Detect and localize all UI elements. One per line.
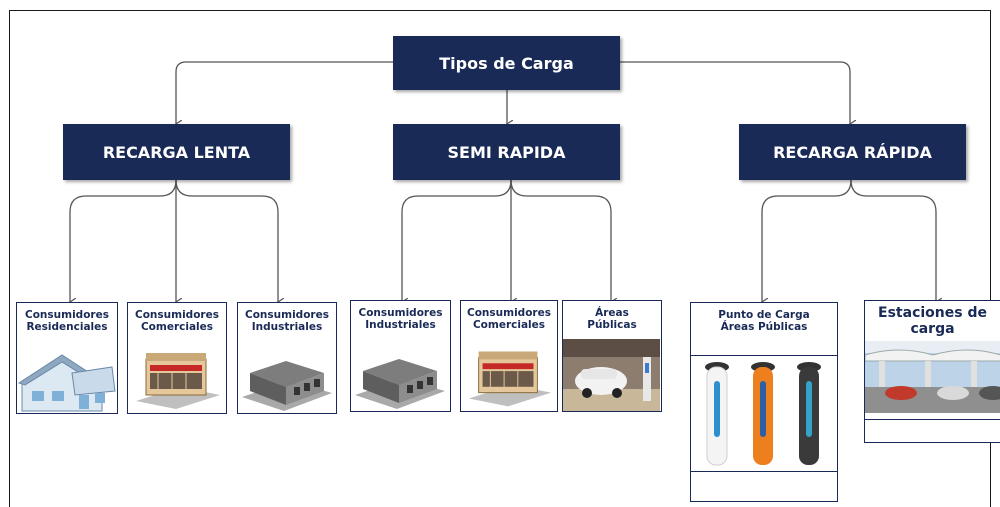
card-estaciones-de-carga: Estaciones de carga [864, 300, 1000, 443]
root-box: Tipos de Carga [393, 36, 620, 90]
card-divider [691, 471, 837, 472]
connector-lenta-3 [175, 179, 278, 302]
store-icon [136, 353, 220, 409]
category-box-recarga-lenta: RECARGA LENTA [63, 124, 290, 180]
card-consumidores-industriales-lenta: Consumidores Industriales [237, 302, 337, 414]
charging-car-photo-icon [563, 339, 660, 411]
charging-station-photo-icon [865, 341, 1000, 413]
card-label: Estaciones de carga [878, 305, 987, 337]
card-label: Áreas Públicas [587, 307, 637, 331]
connector-root-lenta [176, 61, 393, 124]
connector-rapida-2 [850, 179, 936, 302]
card-consumidores-residenciales: Consumidores Residenciales [16, 302, 118, 414]
card-label: Consumidores Industriales [358, 307, 443, 331]
card-divider [691, 355, 837, 356]
house-icon [17, 354, 116, 412]
card-label: Punto de Carga Áreas Públicas [718, 309, 810, 333]
connector-semi-1 [402, 179, 512, 302]
card-areas-publicas: Áreas Públicas [562, 300, 662, 412]
connector-lenta-1 [70, 179, 177, 302]
card-label: Consumidores Residenciales [25, 309, 109, 333]
card-consumidores-industriales-semi: Consumidores Industriales [350, 300, 451, 412]
connector-rapida-1 [762, 179, 852, 302]
connector-root-rapida [620, 61, 850, 124]
card-consumidores-comerciales-lenta: Consumidores Comerciales [127, 302, 227, 414]
card-label: Consumidores Industriales [245, 309, 329, 333]
category-box-recarga-rapida: RECARGA RÁPIDA [739, 124, 966, 180]
charging-posts-icon [705, 362, 821, 466]
store-icon [468, 351, 552, 407]
card-punto-carga-areas-publicas: Punto de Carga Áreas Públicas [690, 302, 838, 502]
category-box-semi-rapida: SEMI RAPIDA [393, 124, 620, 180]
connector-semi-3 [510, 179, 611, 302]
card-label: Consumidores Comerciales [135, 309, 219, 333]
diagram-frame [9, 10, 991, 507]
card-label: Consumidores Comerciales [467, 307, 551, 331]
factory-icon [355, 359, 445, 409]
card-consumidores-comerciales-semi: Consumidores Comerciales [460, 300, 558, 412]
factory-icon [242, 361, 332, 411]
card-divider [865, 419, 1000, 420]
